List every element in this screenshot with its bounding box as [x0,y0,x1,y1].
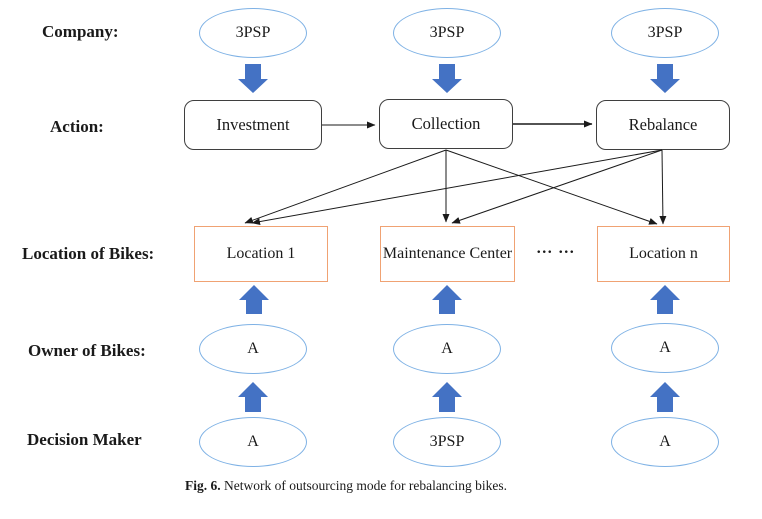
maintenance-center-box: Maintenance Center [380,226,515,282]
owner-ellipse-1: A [199,324,307,374]
edge-collection-to-location1 [244,149,447,224]
up-arrow-icon-decision-1 [238,382,268,412]
decision-ellipse-3: A [611,417,719,467]
location-box-1: Location 1 [194,226,328,282]
edge-rebalance-to-location1 [251,149,663,226]
figure-caption-tag: Fig. 6. [185,478,221,493]
up-arrow-icon-owner-3 [650,285,680,314]
owner-ellipse-3: A [611,323,719,373]
edge-collection-to-locationn [445,149,658,225]
row-label-owner: Owner of Bikes: [28,341,146,360]
action-box-collection: Collection [379,99,513,149]
owner-ellipse-2: A [393,324,501,374]
up-arrow-icon-decision-3 [650,382,680,412]
row-label-location: Location of Bikes: [22,244,155,263]
action-box-investment: Investment [184,100,322,150]
company-ellipse-3: 3PSP [611,8,719,58]
row-label-action: Action: [50,117,104,136]
company-ellipse-2: 3PSP [393,8,501,58]
row-label-decision: Decision Maker [27,430,142,449]
figure-caption-text: Network of outsourcing mode for rebalanc… [224,478,508,493]
up-arrow-icon-decision-2 [432,382,462,412]
up-arrow-icon-owner-2 [432,285,462,314]
down-arrow-icon-3 [650,64,680,93]
location-box-n: Location n [597,226,730,282]
edge-rebalance-to-locationn [659,149,667,225]
down-arrow-icon-1 [238,64,268,93]
company-ellipse-1: 3PSP [199,8,307,58]
up-arrow-icon-owner-1 [239,285,269,314]
edge-rebalance-to-maintenance [451,149,663,224]
down-arrow-icon-2 [432,64,462,93]
action-box-rebalance: Rebalance [596,100,730,150]
figure-caption: Fig. 6. Network of outsourcing mode for … [185,478,507,494]
ellipsis-dots: ... ... [536,240,576,257]
row-label-company: Company: [42,22,119,41]
decision-ellipse-1: A [199,417,307,467]
decision-ellipse-2: 3PSP [393,417,501,467]
